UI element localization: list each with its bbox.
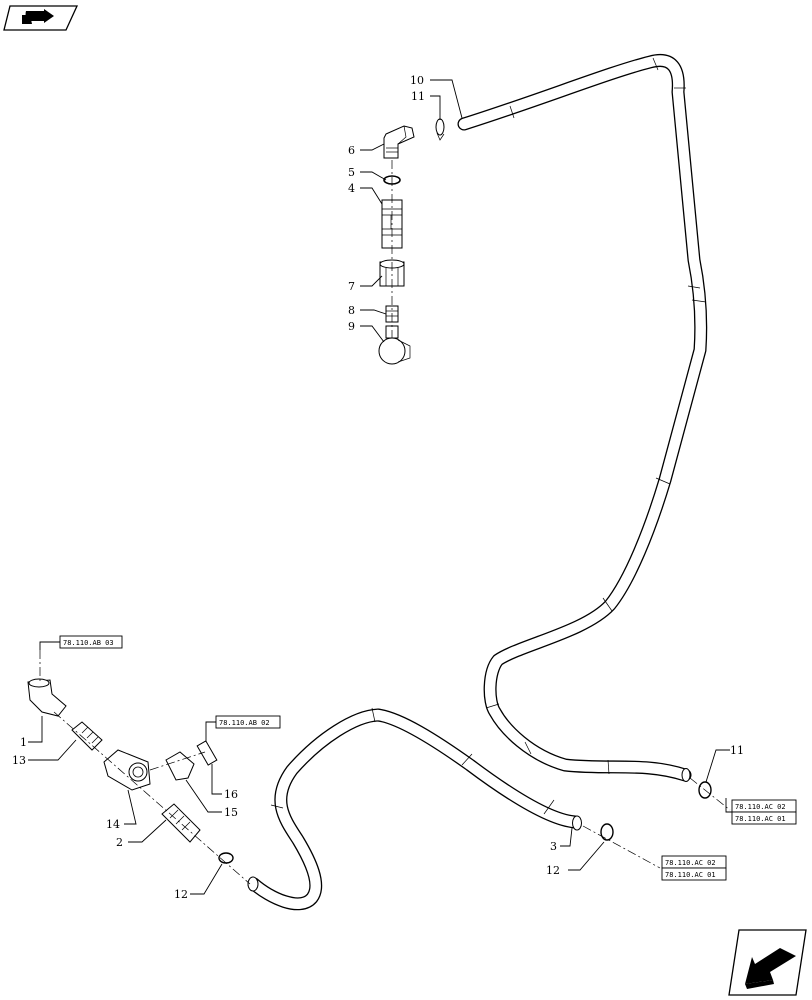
callout-11: 11	[411, 90, 425, 103]
callout-1: 1	[20, 736, 27, 749]
callout-8: 8	[348, 304, 355, 317]
ref-ac02a-text: 78.110.AC 02	[735, 803, 786, 811]
ref-box-ac-lower[interactable]: 78.110.AC 02 78.110.AC 01	[661, 855, 727, 881]
callout-15: 15	[224, 806, 238, 819]
callout-12: 12	[174, 888, 188, 901]
ref-box-ab03[interactable]: 78.110.AB 03	[39, 635, 123, 650]
callout-14: 14	[106, 818, 120, 831]
callout-6: 6	[348, 144, 355, 157]
ref-ab02-text: 78.110.AB 02	[219, 719, 270, 727]
ref-box-ac-right[interactable]: 78.110.AC 02 78.110.AC 01	[725, 798, 797, 825]
ref-ac01b-text: 78.110.AC 01	[665, 871, 716, 879]
callout-3: 3	[550, 840, 557, 853]
ref-box-ab02[interactable]: 78.110.AB 02	[205, 715, 281, 742]
folder-arrow-icon[interactable]	[3, 5, 79, 31]
callout-numbers: 10 11 6 5 4 7 8 9 1 13 14 2 12 15 16 3 1…	[12, 74, 744, 901]
callout-7: 7	[348, 280, 355, 293]
ref-ac01a-text: 78.110.AC 01	[735, 815, 786, 823]
callout-2: 2	[116, 836, 123, 849]
callout-13: 13	[12, 754, 26, 767]
callout-16: 16	[224, 788, 238, 801]
long-hose	[457, 54, 708, 782]
callout-11b: 11	[730, 744, 744, 757]
callout-10: 10	[410, 74, 424, 87]
ref-ab03-text: 78.110.AB 03	[63, 639, 114, 647]
lower-left-assembly	[27, 650, 731, 885]
leader-lines	[28, 79, 730, 895]
top-assembly	[378, 118, 445, 365]
lower-hose	[247, 707, 582, 911]
callout-12b: 12	[546, 864, 560, 877]
callout-4: 4	[348, 182, 355, 195]
ref-ac02b-text: 78.110.AC 02	[665, 859, 716, 867]
callout-5: 5	[348, 166, 355, 179]
next-page-arrow-icon[interactable]	[728, 929, 807, 996]
callout-9: 9	[348, 320, 355, 333]
